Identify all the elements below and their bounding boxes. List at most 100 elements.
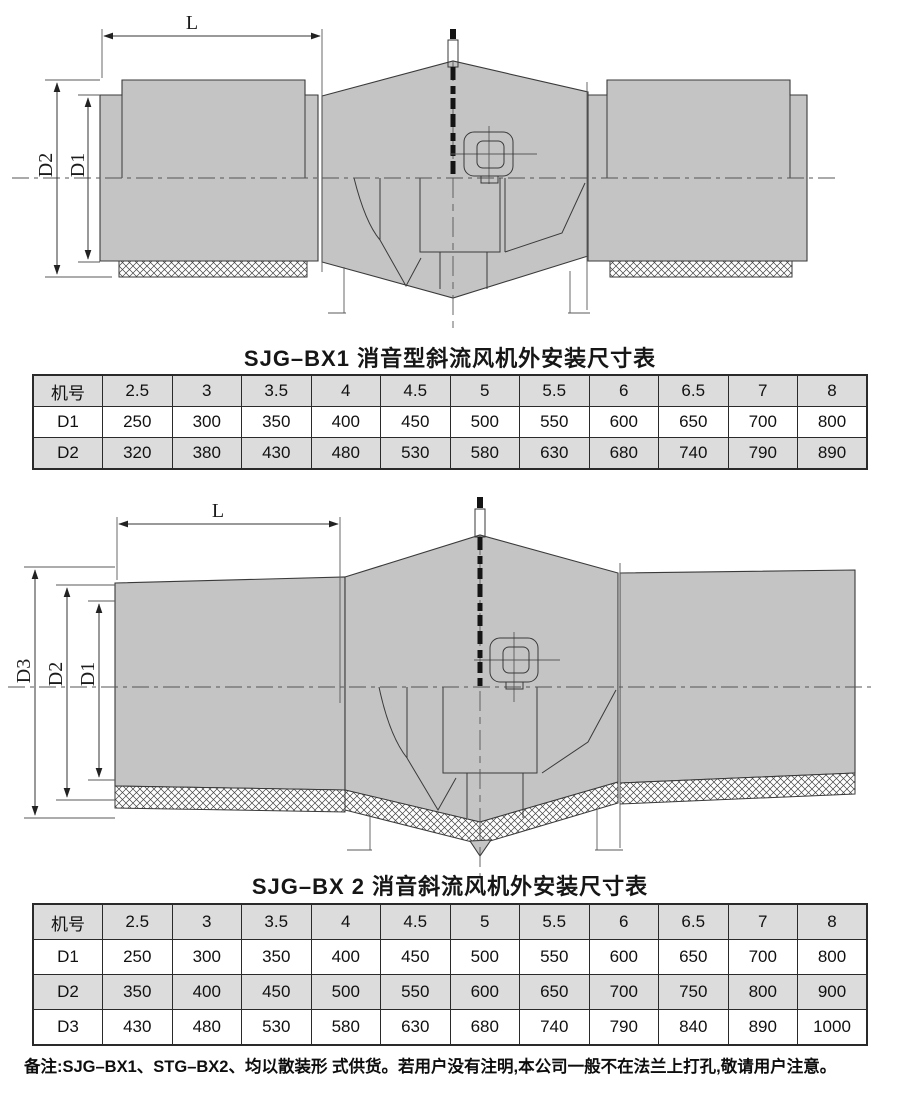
fan-housing-section (344, 534, 619, 857)
value-cell: 800 (797, 939, 868, 975)
value-cell: 250 (102, 939, 173, 975)
footer-note: 备注:SJG–BX1、STG–BX2、均以散装形 式供货。若用户没有注明,本公司… (24, 1058, 837, 1076)
motor-shaft-rod (474, 497, 486, 686)
value-cell: 7 (727, 374, 798, 407)
row-label-cell: D3 (32, 1009, 103, 1046)
value-cell: 550 (519, 406, 590, 438)
sound-liner-hatch (118, 260, 308, 278)
value-cell: 600 (588, 406, 659, 438)
row-label-cell: D1 (32, 939, 103, 975)
sound-liner-hatch (114, 785, 346, 813)
value-cell: 500 (310, 974, 381, 1010)
support-legs (347, 810, 623, 851)
value-cell: 790 (727, 437, 798, 470)
value-cell: 1000 (797, 1009, 868, 1046)
value-cell: 800 (727, 974, 798, 1010)
value-cell: 700 (727, 939, 798, 975)
value-cell: 700 (588, 974, 659, 1010)
value-cell: 4 (310, 903, 381, 940)
value-cell: 750 (658, 974, 729, 1010)
dimension-L: L (101, 12, 323, 272)
sound-liner-hatch (609, 260, 793, 278)
value-cell: 530 (241, 1009, 312, 1046)
dimension-L: L (116, 500, 341, 703)
dimension-D3: D3 (13, 566, 115, 819)
value-cell: 8 (797, 903, 868, 940)
drain-tip (469, 839, 493, 857)
fan-housing-section (321, 60, 589, 299)
value-cell: 8 (797, 374, 868, 407)
value-cell: 500 (449, 939, 520, 975)
drawing1-title: SJG–BX1 消音型斜流风机外安装尺寸表 (243, 346, 657, 371)
value-cell: 6.5 (658, 374, 729, 407)
value-cell: 350 (102, 974, 173, 1010)
value-cell: 580 (310, 1009, 381, 1046)
value-cell: 580 (449, 437, 520, 470)
value-cell: 740 (658, 437, 729, 470)
value-cell: 630 (380, 1009, 451, 1046)
value-cell: 6 (588, 374, 659, 407)
value-cell: 700 (727, 406, 798, 438)
right-silencer-section (587, 79, 808, 278)
value-cell: 3.5 (241, 374, 312, 407)
dim-label-D2: D2 (35, 153, 57, 177)
value-cell: 6.5 (658, 903, 729, 940)
value-cell: 900 (797, 974, 868, 1010)
value-cell: 500 (449, 406, 520, 438)
row-label-cell: 机号 (32, 374, 103, 407)
value-cell: 380 (171, 437, 242, 470)
value-cell: 400 (310, 406, 381, 438)
value-cell: 350 (241, 406, 312, 438)
value-cell: 480 (310, 437, 381, 470)
value-cell: 430 (102, 1009, 173, 1046)
value-cell: 5 (449, 903, 520, 940)
value-cell: 5.5 (519, 374, 590, 407)
value-cell: 250 (102, 406, 173, 438)
junction-box-icon (474, 632, 560, 702)
value-cell: 5.5 (519, 903, 590, 940)
value-cell: 890 (797, 437, 868, 470)
value-cell: 450 (380, 939, 451, 975)
dimension-D2: D2 (35, 79, 112, 278)
value-cell: 2.5 (102, 903, 173, 940)
dim-label-D2: D2 (45, 662, 67, 686)
dim-label-D1: D1 (77, 662, 99, 686)
value-cell: 3.5 (241, 903, 312, 940)
value-cell: 4.5 (380, 374, 451, 407)
value-cell: 650 (658, 939, 729, 975)
dim-label-L: L (212, 500, 224, 522)
value-cell: 3 (171, 374, 242, 407)
fan-drawing-bx2: L D3 D2 D1 (8, 497, 875, 878)
value-cell: 5 (449, 374, 520, 407)
value-cell: 450 (241, 974, 312, 1010)
value-cell: 650 (519, 974, 590, 1010)
value-cell: 2.5 (102, 374, 173, 407)
value-cell: 300 (171, 939, 242, 975)
dim-label-L: L (186, 12, 198, 34)
value-cell: 7 (727, 903, 798, 940)
value-cell: 480 (171, 1009, 242, 1046)
row-label-cell: 机号 (32, 903, 103, 940)
row-label-cell: D2 (32, 974, 103, 1010)
dim-label-D3: D3 (13, 659, 35, 683)
value-cell: 550 (519, 939, 590, 975)
junction-box-icon (450, 126, 537, 184)
value-cell: 680 (588, 437, 659, 470)
value-cell: 740 (519, 1009, 590, 1046)
value-cell: 790 (588, 1009, 659, 1046)
value-cell: 350 (241, 939, 312, 975)
value-cell: 4 (310, 374, 381, 407)
dim-label-D1: D1 (67, 153, 89, 177)
value-cell: 650 (658, 406, 729, 438)
value-cell: 430 (241, 437, 312, 470)
